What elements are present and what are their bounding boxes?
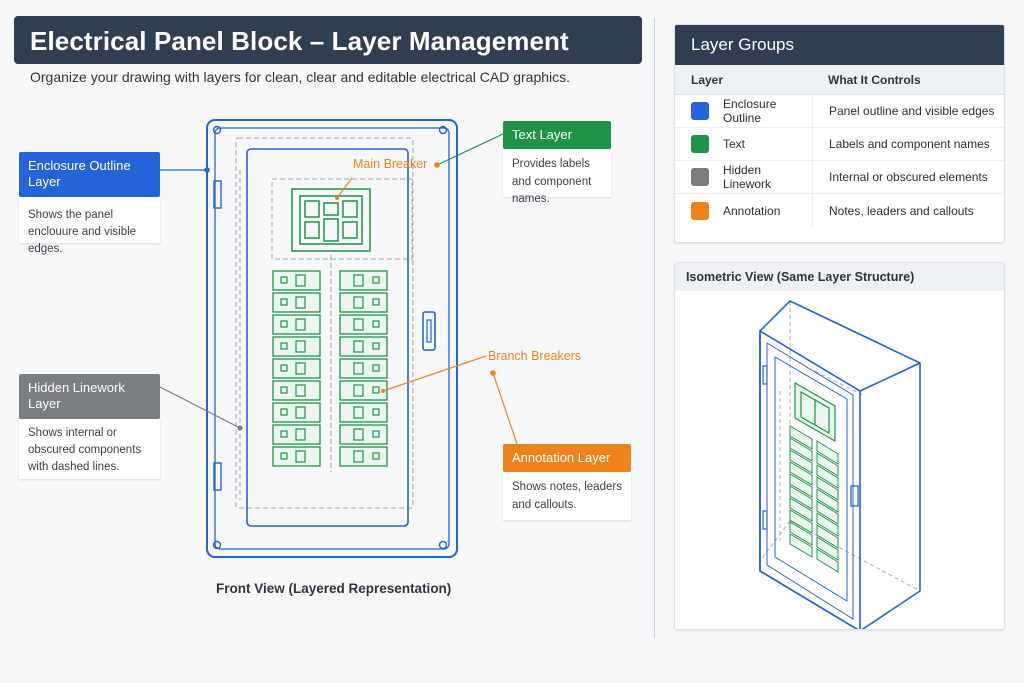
front-view-diagram: Main Breaker Branch Breakers <box>159 119 581 558</box>
branch-breaker-switches-right <box>353 274 380 463</box>
callout-text-body: Provides labels and component names. <box>503 149 611 205</box>
layer-row: Annotation Notes, leaders and callouts <box>675 194 1004 227</box>
iso-enclosure <box>759 300 921 629</box>
hidden-leader <box>159 386 241 429</box>
callout-hidden-title: Hidden Linework Layer <box>19 374 160 419</box>
layer-controls: Notes, leaders and callouts <box>812 194 1004 227</box>
layer-controls: Internal or obscured elements <box>812 161 1004 193</box>
callout-text: Text Layer Provides labels and component… <box>503 121 611 205</box>
leader-lines <box>159 133 518 445</box>
layer-swatch-orange <box>691 201 709 220</box>
callout-hidden-body: Shows internal or obscured components wi… <box>19 418 160 479</box>
page-title: Electrical Panel Block – Layer Managemen… <box>14 16 642 64</box>
layer-name: Enclosure Outline <box>723 97 777 125</box>
callout-enclosure-title: Enclosure Outline Layer <box>19 152 160 197</box>
col-header-layer: Layer <box>691 72 724 87</box>
text-leader <box>436 133 504 166</box>
iso-branch-breakers-right <box>816 440 839 573</box>
isometric-diagram <box>759 300 921 629</box>
layer-row: Enclosure Outline Panel outline and visi… <box>675 95 1004 128</box>
main-breaker <box>291 188 371 252</box>
branch-breakers-label: Branch Breakers <box>488 349 581 363</box>
layer-swatch-gray <box>691 168 709 186</box>
layer-swatch-green <box>691 135 709 153</box>
isometric-title: Isometric View (Same Layer Structure) <box>675 263 1004 291</box>
annotation-leader <box>492 372 518 445</box>
main-breaker-leader <box>336 177 353 199</box>
callout-enclosure: Enclosure Outline Layer Shows the panel … <box>19 152 160 255</box>
layer-controls: Labels and component names <box>812 128 1004 160</box>
iso-main-breaker <box>794 381 836 443</box>
main-breaker-label: Main Breaker <box>353 157 427 171</box>
layer-groups-header-row: Layer What It Controls <box>675 65 1004 95</box>
callout-hidden: Hidden Linework Layer Shows internal or … <box>19 374 160 479</box>
page-subtitle: Organize your drawing with layers for cl… <box>30 69 571 85</box>
layer-row: Text Labels and component names <box>675 128 1004 161</box>
col-header-controls: What It Controls <box>828 72 921 87</box>
callout-annotation-title: Annotation Layer <box>503 444 631 473</box>
isometric-panel: Isometric View (Same Layer Structure) <box>674 262 1005 630</box>
layer-name: Text <box>723 137 746 151</box>
callout-text-title: Text Layer <box>503 121 611 150</box>
layer-swatch-blue <box>691 102 709 120</box>
layer-name: Annotation <box>723 203 781 218</box>
layer-groups-title: Layer Groups <box>675 25 1004 65</box>
branch-breaker-switches-left <box>280 274 306 463</box>
callout-annotation: Annotation Layer Shows notes, leaders an… <box>503 444 631 521</box>
callout-annotation-body: Shows notes, leaders and callouts. <box>503 472 631 521</box>
enclosure-outline <box>206 119 458 558</box>
iso-branch-breakers-left <box>789 425 813 558</box>
branch-breakers-leader <box>382 355 487 392</box>
layer-groups-panel: Layer Groups Layer What It Controls Encl… <box>674 24 1005 243</box>
layer-controls: Panel outline and visible edges <box>812 95 1004 127</box>
front-view-caption: Front View (Layered Representation) <box>216 581 452 596</box>
callout-enclosure-body: Shows the panel enclouure and visible ed… <box>19 196 160 255</box>
layer-name: Hidden Linework <box>723 163 772 191</box>
vertical-divider <box>654 18 655 638</box>
layer-row: Hidden Linework Internal or obscured ele… <box>675 161 1004 194</box>
